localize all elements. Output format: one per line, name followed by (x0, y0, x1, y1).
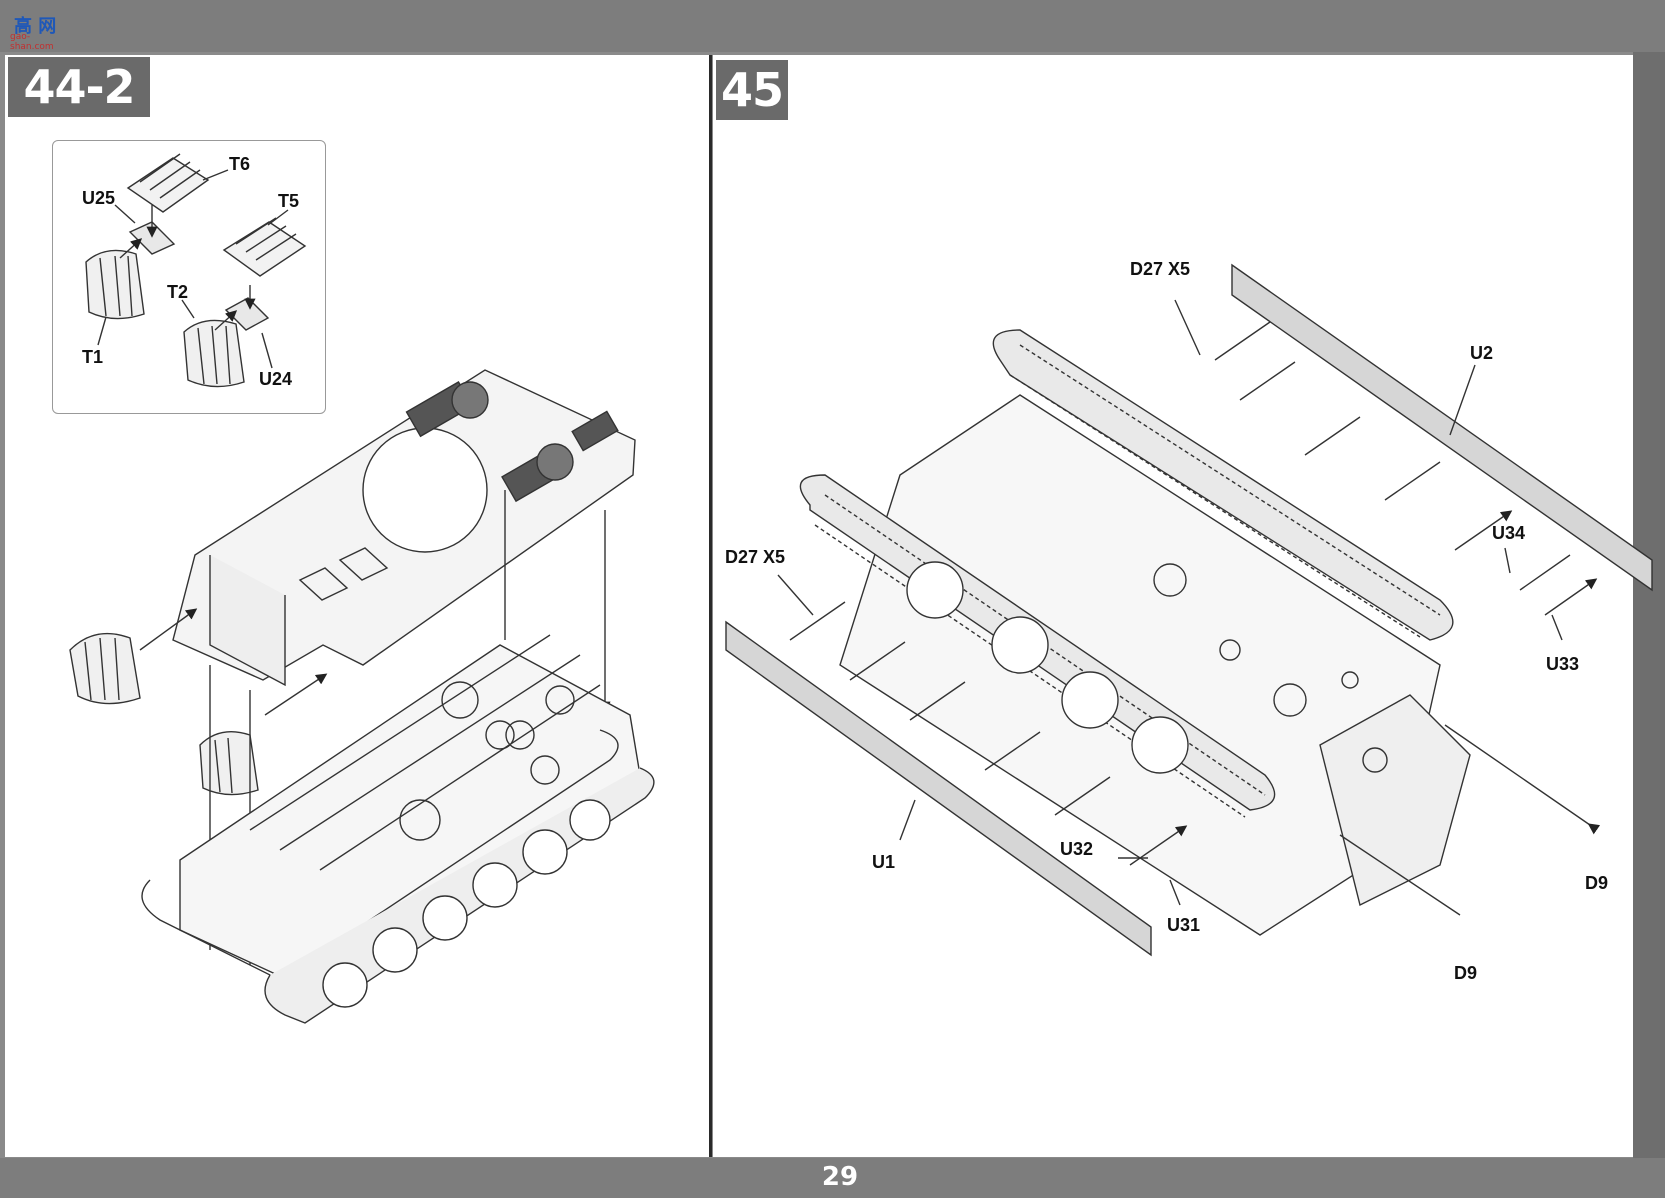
callout-d9-right: D9 (1585, 873, 1609, 893)
rear-fender-part (199, 673, 328, 796)
step-badge-44-2: 44-2 (8, 57, 150, 117)
part-t1-fender (85, 249, 145, 320)
part-u24-bracket (224, 297, 270, 331)
right-edge-shadow (1633, 52, 1665, 1158)
callout-u25: U25 (82, 188, 116, 208)
callout-u2: U2 (1470, 343, 1494, 363)
watermark-logo: 高 网 gao-shan.com (4, 6, 68, 52)
top-frame-bar (0, 0, 1665, 52)
callout-d27-top: D27 X5 (1130, 259, 1191, 279)
upper-hull-deck (172, 369, 636, 687)
part-t5-fender (222, 217, 307, 277)
callout-t1: T1 (82, 347, 104, 367)
callout-u34: U34 (1492, 523, 1526, 543)
track-upper-right (992, 329, 1454, 641)
part-t6-fender (126, 153, 210, 213)
page-spine (709, 55, 712, 1157)
part-u25-bracket (128, 221, 176, 255)
callout-u1: U1 (872, 852, 896, 872)
watermark-logo-text: 高 网 (14, 16, 57, 37)
callout-u33: U33 (1546, 654, 1580, 674)
track-lower-left (799, 474, 1276, 818)
bottom-frame-bar (0, 1158, 1665, 1198)
callout-u32: U32 (1060, 839, 1094, 859)
rear-plate-assembly (1319, 694, 1471, 907)
callout-t6: T6 (229, 154, 251, 174)
callout-t2: T2 (167, 282, 189, 302)
skirt-u1 (725, 620, 1152, 957)
front-fender-left (69, 608, 198, 705)
lower-hull-chassis (141, 634, 655, 1024)
watermark-logo-sub: gao-shan.com (10, 32, 54, 52)
callout-d9-bottom: D9 (1454, 963, 1478, 983)
callout-t5: T5 (278, 191, 300, 211)
callout-u24: U24 (259, 369, 293, 389)
callout-u31: U31 (1167, 915, 1201, 935)
callout-d27-left: D27 X5 (725, 547, 786, 567)
skirt-u2 (1231, 263, 1653, 592)
step-badge-45: 45 (716, 60, 788, 120)
part-t2-fender (183, 319, 245, 388)
page-number: 29 (821, 1162, 859, 1192)
